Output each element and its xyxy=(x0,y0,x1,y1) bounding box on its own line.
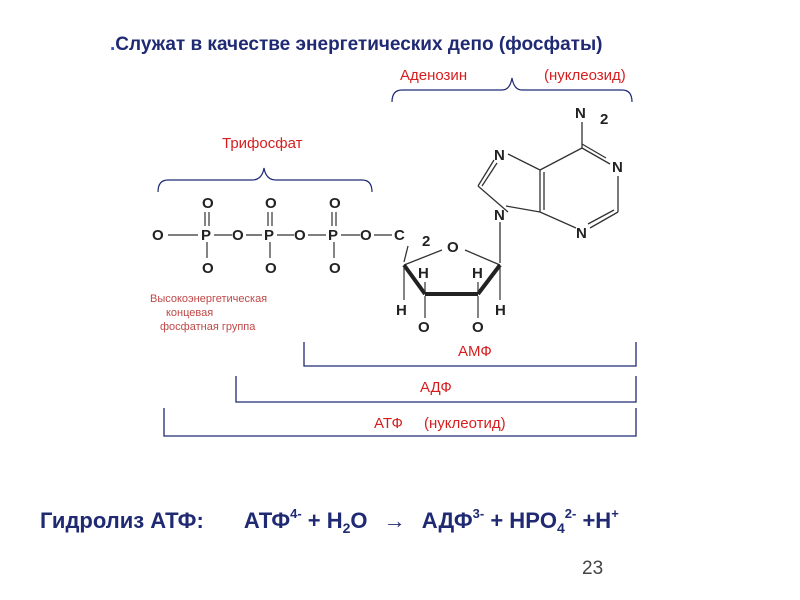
equation-plus-h: +H xyxy=(576,508,612,533)
equation-po-charge: 2- xyxy=(564,506,577,521)
slide-title: .Служат в качестве энергетических депо (… xyxy=(110,34,603,56)
hydrolysis-equation: Гидролиз АТФ: АТФ4- + H2O → АДФ3- + HPO4… xyxy=(40,506,619,536)
nucleotide-label: (нуклеотид) xyxy=(424,415,506,432)
atf-label: АТФ xyxy=(374,415,403,432)
double-oxygen-2: O xyxy=(265,195,277,212)
note-line-3: фосфатная группа xyxy=(160,321,256,333)
lower-oxygen-2: O xyxy=(265,260,277,277)
title-dot: . xyxy=(110,34,116,55)
equation-water-sub: 2 xyxy=(342,520,351,536)
triphosphate-label: Трифосфат xyxy=(222,135,303,152)
adf-bracket xyxy=(235,376,637,403)
bridge-oxygen-1: O xyxy=(232,227,244,244)
equation-label: Гидролиз АТФ: xyxy=(40,508,204,533)
adenosine-label: Аденозин xyxy=(400,67,467,84)
n7-nitrogen: N xyxy=(494,147,505,164)
amino-nitrogen: N xyxy=(575,105,586,122)
ring-h-upper-right: H xyxy=(472,265,483,282)
nucleoside-label: (нуклеозид) xyxy=(544,67,626,84)
note-line-1: Высокоэнергетическая xyxy=(150,293,267,305)
equation-atf-charge: 4- xyxy=(290,506,302,521)
note-line-2: концевая xyxy=(166,307,213,319)
lower-oxygen-1: O xyxy=(202,260,214,277)
double-oxygen-3: O xyxy=(329,195,341,212)
equation-water-o: O xyxy=(350,508,368,533)
phosphate-chain: O P O P O P O C 2 O O O O O O xyxy=(152,195,430,277)
hydroxyl-oxygen-1: O xyxy=(418,319,430,336)
ring-h-left: H xyxy=(396,302,407,319)
n9-nitrogen: N xyxy=(494,207,505,224)
n1-nitrogen: N xyxy=(612,159,623,176)
equation-atf: АТФ xyxy=(243,508,291,533)
ring-h-right: H xyxy=(495,302,506,319)
page-number: 23 xyxy=(582,558,604,579)
triphosphate-brace xyxy=(157,167,373,193)
terminal-oxygen: O xyxy=(152,227,164,244)
equation-adf: АДФ xyxy=(421,508,473,533)
equation-plus-water: + H xyxy=(301,508,343,533)
hydroxyl-oxygen-2: O xyxy=(472,319,484,336)
amf-bracket xyxy=(303,342,637,367)
amf-label: АМФ xyxy=(458,343,492,360)
atf-bracket xyxy=(163,408,637,437)
bridge-oxygen-2: O xyxy=(294,227,306,244)
ch2-subscript: 2 xyxy=(422,233,430,250)
equation-arrow: → xyxy=(383,508,406,533)
equation-plus-hpo: + HPO xyxy=(484,508,557,533)
adenosine-brace xyxy=(391,77,633,103)
bridge-oxygen-3: O xyxy=(360,227,372,244)
amino-subscript: 2 xyxy=(600,111,608,128)
ribose-ring: O H H H H O O xyxy=(396,222,506,336)
adf-label: АДФ xyxy=(420,379,452,396)
phosphorus-3: P xyxy=(328,227,338,244)
equation-po-sub: 4 xyxy=(556,520,565,536)
ch2-carbon: C xyxy=(394,227,405,244)
title-text: Служат в качестве энергетических депо (ф… xyxy=(115,34,603,55)
lower-oxygen-3: O xyxy=(329,260,341,277)
ring-oxygen: O xyxy=(447,239,459,256)
adenine-base: N N N N N 2 xyxy=(477,105,623,242)
n3-nitrogen: N xyxy=(576,225,587,242)
equation-adf-charge: 3- xyxy=(472,506,485,521)
equation-h-charge: + xyxy=(611,506,619,521)
ring-h-upper-left: H xyxy=(418,265,429,282)
double-oxygen-1: O xyxy=(202,195,214,212)
phosphorus-1: P xyxy=(201,227,211,244)
phosphorus-2: P xyxy=(264,227,274,244)
